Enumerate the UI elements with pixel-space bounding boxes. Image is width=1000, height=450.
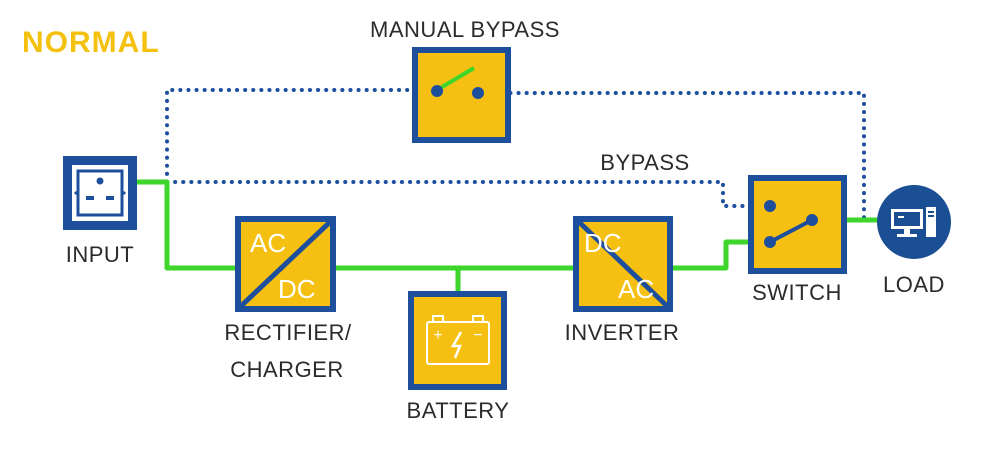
input-to-rectifier-line xyxy=(137,179,238,271)
battery-icon xyxy=(426,315,490,365)
manual-bypass-left-line xyxy=(165,88,439,184)
manual-bypass-box xyxy=(412,47,511,143)
rectifier-box: AC DC xyxy=(235,216,336,312)
battery-plus-text: + xyxy=(433,327,442,344)
switch-label: SWITCH xyxy=(752,280,842,305)
bypass-label: BYPASS xyxy=(600,150,689,175)
input-label: INPUT xyxy=(66,242,135,267)
inverter-label: INVERTER xyxy=(565,320,680,345)
mode-title: NORMAL xyxy=(22,26,160,59)
load-circle xyxy=(877,185,951,259)
rectifier-label-line1: RECTIFIER/ xyxy=(224,320,352,345)
manual-bypass-label: MANUAL BYPASS xyxy=(370,17,560,42)
switch-contact-inverter xyxy=(764,236,776,248)
battery-label: BATTERY xyxy=(407,398,510,423)
power-outlet-icon xyxy=(72,165,128,221)
standby-paths xyxy=(165,88,866,222)
rectifier-label-line2: CHARGER xyxy=(230,357,344,382)
manual-bypass-right-line xyxy=(476,91,866,222)
switch-box xyxy=(748,175,847,274)
load-label: LOAD xyxy=(883,272,945,297)
switch-contact-bypass xyxy=(764,200,776,212)
computer-icon xyxy=(891,207,936,237)
manual-bypass-contact-left xyxy=(431,85,443,97)
battery-minus-text: − xyxy=(473,327,482,344)
input-box xyxy=(63,156,137,230)
rectifier-ac-text: AC xyxy=(250,228,286,258)
bypass-line xyxy=(165,180,772,208)
inverter-dc-text: DC xyxy=(584,228,622,258)
inverter-box: DC AC xyxy=(573,216,673,312)
switch-contact-output xyxy=(806,214,818,226)
battery-box: + − xyxy=(408,291,507,390)
manual-bypass-contact-right xyxy=(472,87,484,99)
inverter-ac-text: AC xyxy=(618,274,654,304)
switch-arm xyxy=(769,218,813,244)
manual-bypass-switch-arm xyxy=(435,66,476,92)
rectifier-dc-text: DC xyxy=(278,274,316,304)
